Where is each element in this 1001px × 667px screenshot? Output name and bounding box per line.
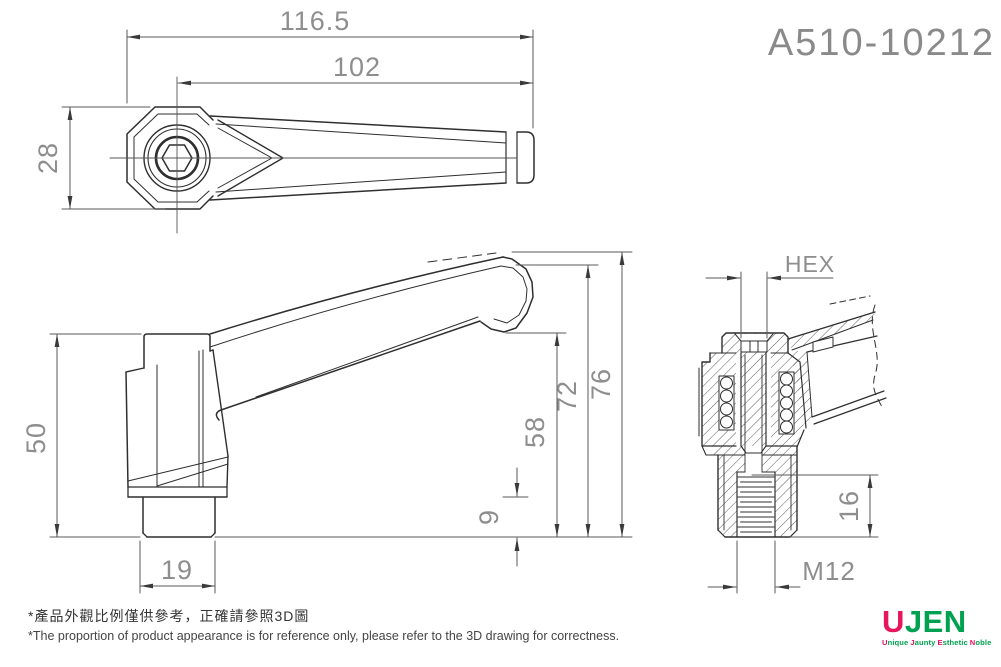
section-view	[698, 295, 887, 538]
dim-boss-width: 19	[161, 555, 193, 585]
hidden-edge-dashed-line	[829, 295, 871, 305]
dim-tip-top-height: 72	[552, 380, 582, 412]
break-line	[871, 304, 884, 411]
part-number: A510-10212	[767, 22, 995, 64]
thread-lines	[737, 476, 775, 533]
dim-total-length: 116.5	[280, 6, 351, 36]
dim-boss-step: 9	[474, 509, 504, 525]
footer-notes: *產品外觀比例僅供參考，正確請參照3D圖 *The proportion of …	[28, 606, 619, 643]
dim-overall-height: 76	[586, 368, 616, 400]
top-view	[109, 76, 535, 234]
hidden-edge-dashed-line	[427, 252, 497, 263]
dim-handle-length: 102	[333, 52, 381, 82]
dim-thread-size: M12	[802, 556, 856, 586]
logo-wordmark: UJEN	[882, 604, 967, 639]
dimensions: 116.5 102 28 50 19 9 58 72 76	[21, 6, 879, 594]
note-chinese: *產品外觀比例僅供參考，正確請參照3D圖	[28, 608, 310, 624]
note-english: *The proportion of product appearance is…	[28, 629, 620, 643]
dim-hub-height: 50	[21, 422, 51, 454]
side-view	[125, 252, 534, 538]
dim-socket: HEX	[785, 251, 835, 277]
dim-thread-depth: 16	[834, 490, 864, 522]
dim-head-width: 28	[33, 142, 63, 174]
dim-tip-bottom-height: 58	[520, 416, 550, 448]
